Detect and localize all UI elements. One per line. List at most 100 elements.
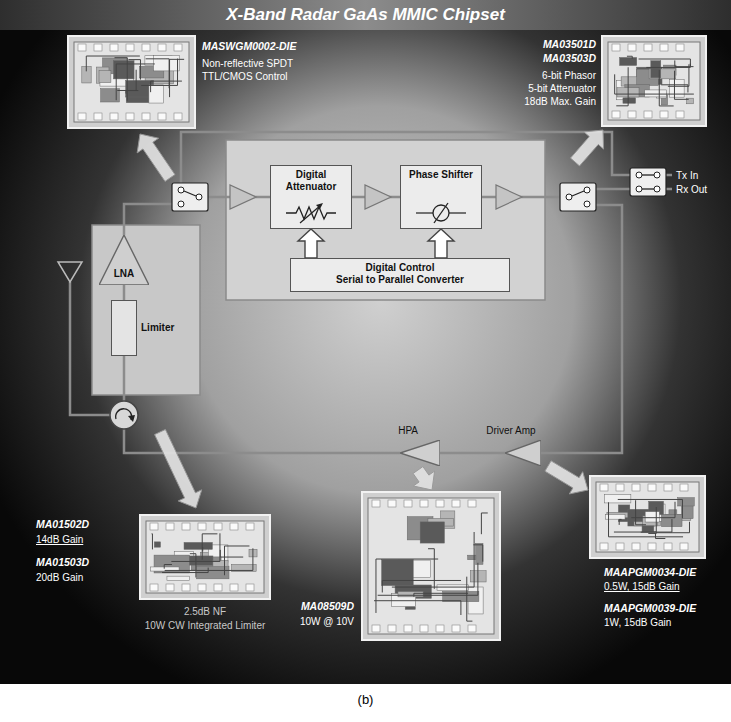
switch-lever	[184, 191, 196, 196]
amplifier-triangle	[99, 235, 149, 285]
circuit-trace	[656, 522, 690, 533]
bond-pad	[404, 500, 412, 507]
amplifier-symbol	[496, 185, 522, 209]
bond-pad	[94, 113, 102, 120]
limiter-box: Limiter	[111, 300, 137, 356]
amplifier-symbol	[230, 185, 256, 209]
circuit-trace	[614, 519, 672, 532]
node-label: Limiter	[141, 322, 174, 334]
circuit-trace	[116, 64, 155, 100]
wire	[123, 356, 126, 401]
bond-pad	[230, 523, 238, 530]
bond-pad	[632, 484, 640, 491]
chip-die	[140, 515, 270, 599]
circuit-trace	[220, 550, 243, 557]
callout-arrow	[137, 134, 175, 181]
chip-die	[602, 36, 706, 126]
title-bar: X-Band Radar GaAs MMIC Chipset	[0, 0, 731, 30]
circuit-trace	[128, 60, 140, 80]
bond-pad	[388, 500, 396, 507]
bond-pad	[660, 111, 668, 118]
callout-arrow	[545, 461, 588, 494]
chip-photo	[590, 476, 705, 558]
spec-text: Rx Out	[676, 184, 707, 196]
circuit-trace	[164, 565, 172, 569]
bond-pad	[150, 584, 158, 591]
callout-arrow	[413, 467, 435, 490]
switch-port	[654, 186, 660, 192]
switch-symbol	[630, 168, 666, 196]
circuit-trace	[170, 59, 185, 97]
circuit-element	[604, 494, 631, 502]
circuit-trace	[619, 519, 621, 524]
bond-pad	[166, 584, 174, 591]
chip-die	[68, 36, 195, 128]
bond-pad	[182, 523, 190, 530]
bond-pad	[628, 111, 636, 118]
bond-pad	[452, 625, 460, 632]
wire	[124, 204, 172, 235]
bond-pad	[616, 543, 624, 550]
circuit-trace	[86, 56, 140, 71]
switch-symbol	[560, 183, 596, 211]
circuit-element	[154, 542, 160, 547]
bond-pad	[182, 584, 190, 591]
bond-pad	[158, 113, 166, 120]
bond-pad	[468, 500, 476, 507]
amplifier-outline	[400, 440, 440, 466]
circuit-trace	[224, 546, 249, 575]
circuit-element	[398, 592, 423, 597]
bond-pad	[214, 584, 222, 591]
chip-photo	[602, 36, 706, 126]
circuit-element	[437, 585, 469, 591]
bond-pad	[372, 625, 380, 632]
circuit-trace	[641, 531, 655, 532]
bond-pad	[676, 111, 684, 118]
switch-port	[636, 186, 642, 192]
bond-pad	[436, 625, 444, 632]
bond-pad	[158, 44, 166, 51]
bond-pad	[198, 523, 206, 530]
circuit-trace	[648, 507, 656, 533]
caption: (b)	[0, 692, 731, 707]
control-box: Digital ControlSerial to Parallel Conver…	[290, 258, 510, 292]
bond-pad	[648, 543, 656, 550]
switch-port	[584, 201, 590, 207]
circuit-trace	[190, 554, 196, 578]
chip-die	[590, 476, 705, 558]
switch-body	[630, 168, 666, 196]
control-arrow	[298, 229, 324, 258]
circuit-trace	[414, 593, 468, 596]
bond-pad	[612, 44, 620, 51]
circuit-trace	[467, 577, 473, 621]
bond-pad	[246, 584, 254, 591]
part-number: MAAPGM0039-DIE	[604, 602, 696, 614]
circuit-trace	[171, 533, 220, 561]
circuit-trace	[162, 568, 208, 573]
switch-lever	[642, 174, 654, 175]
chip-circuit	[596, 482, 699, 552]
circuit-trace	[115, 58, 128, 101]
part-number: MA08509D	[301, 600, 354, 612]
circuit-trace	[636, 500, 646, 525]
amplifier-triangle	[400, 440, 440, 466]
bond-pad	[198, 584, 206, 591]
circuit-trace	[618, 499, 683, 518]
part-number: MA01502D	[36, 518, 89, 530]
bond-pad	[468, 625, 476, 632]
wire	[541, 205, 622, 453]
spec-text: 2.5dB NF	[184, 606, 226, 618]
switch-port	[584, 187, 590, 193]
chip-photos	[68, 36, 706, 640]
bond-pad	[150, 523, 158, 530]
switch-body	[172, 183, 208, 211]
bond-pad	[644, 111, 652, 118]
lna-amplifier: LNA	[99, 235, 149, 285]
circuit-trace	[627, 56, 632, 59]
variable-arrowhead	[316, 203, 323, 209]
circuit-element	[476, 543, 483, 564]
circuit-trace	[141, 59, 177, 86]
switch-port	[196, 194, 202, 200]
chip-circuit	[368, 498, 494, 634]
spec-text: 20dB Gain	[36, 572, 83, 584]
